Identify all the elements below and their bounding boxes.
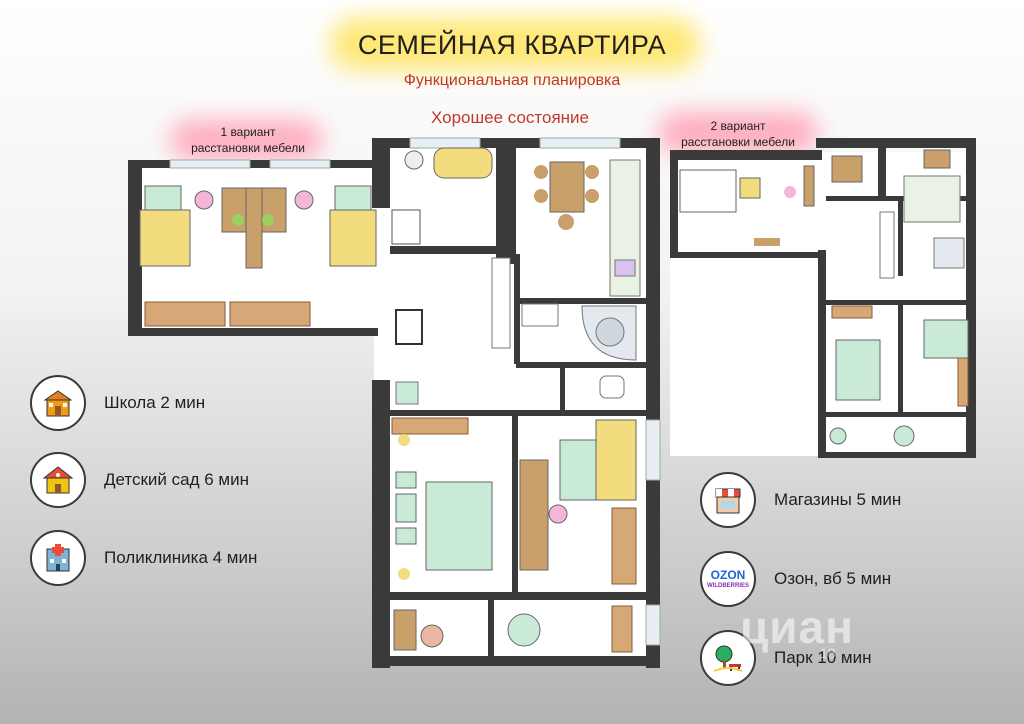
variant-2-line1: 2 вариант [710,119,766,133]
variant-2-label: 2 вариант расстановки мебели [656,118,820,150]
amenity-shops-label: Магазины 5 мин [774,490,902,509]
amenity-park: Парк 10 мин [700,630,872,686]
variant-1-label: 1 вариант расстановки мебели [168,124,328,156]
variant-2-line2: расстановки мебели [681,135,795,149]
page-title: СЕМЕЙНАЯ КВАРТИРА [357,30,667,60]
amenity-school: Школа 2 мин [30,375,205,431]
amenity-shops: Магазины 5 мин [700,472,901,528]
amenity-school-label: Школа 2 мин [104,393,206,412]
school-icon [30,375,86,431]
amenity-kindergarten: Детский сад 6 мин [30,452,249,508]
condition-label: Хорошее состояние [430,108,590,127]
ozon-wildberries-icon: OZON WILDBERRIES [700,551,756,607]
wildberries-logo: WILDBERRIES [707,582,749,589]
amenity-ozon-wb: OZON WILDBERRIES Озон, вб 5 мин [700,551,891,607]
variant-1-line2: расстановки мебели [191,141,305,155]
amenity-park-label: Парк 10 мин [774,648,872,667]
amenity-clinic: Поликлиника 4 мин [30,530,257,586]
variant-1-glow [170,120,322,160]
amenity-clinic-label: Поликлиника 4 мин [104,548,258,567]
title-glow [330,18,700,70]
park-icon [700,630,756,686]
variant-1-line1: 1 вариант [220,125,276,139]
shop-icon [700,472,756,528]
kindergarten-icon [30,452,86,508]
ozon-logo: OZON [710,567,746,582]
cian-watermark: циан [740,601,854,653]
cian-watermark-id: 18 [820,645,836,661]
page-subtitle: Функциональная планировка [403,72,621,89]
variant-2-glow [658,112,818,154]
amenity-ozon-wb-label: Озон, вб 5 мин [774,569,892,588]
amenity-kindergarten-label: Детский сад 6 мин [104,470,249,489]
clinic-icon [30,530,86,586]
